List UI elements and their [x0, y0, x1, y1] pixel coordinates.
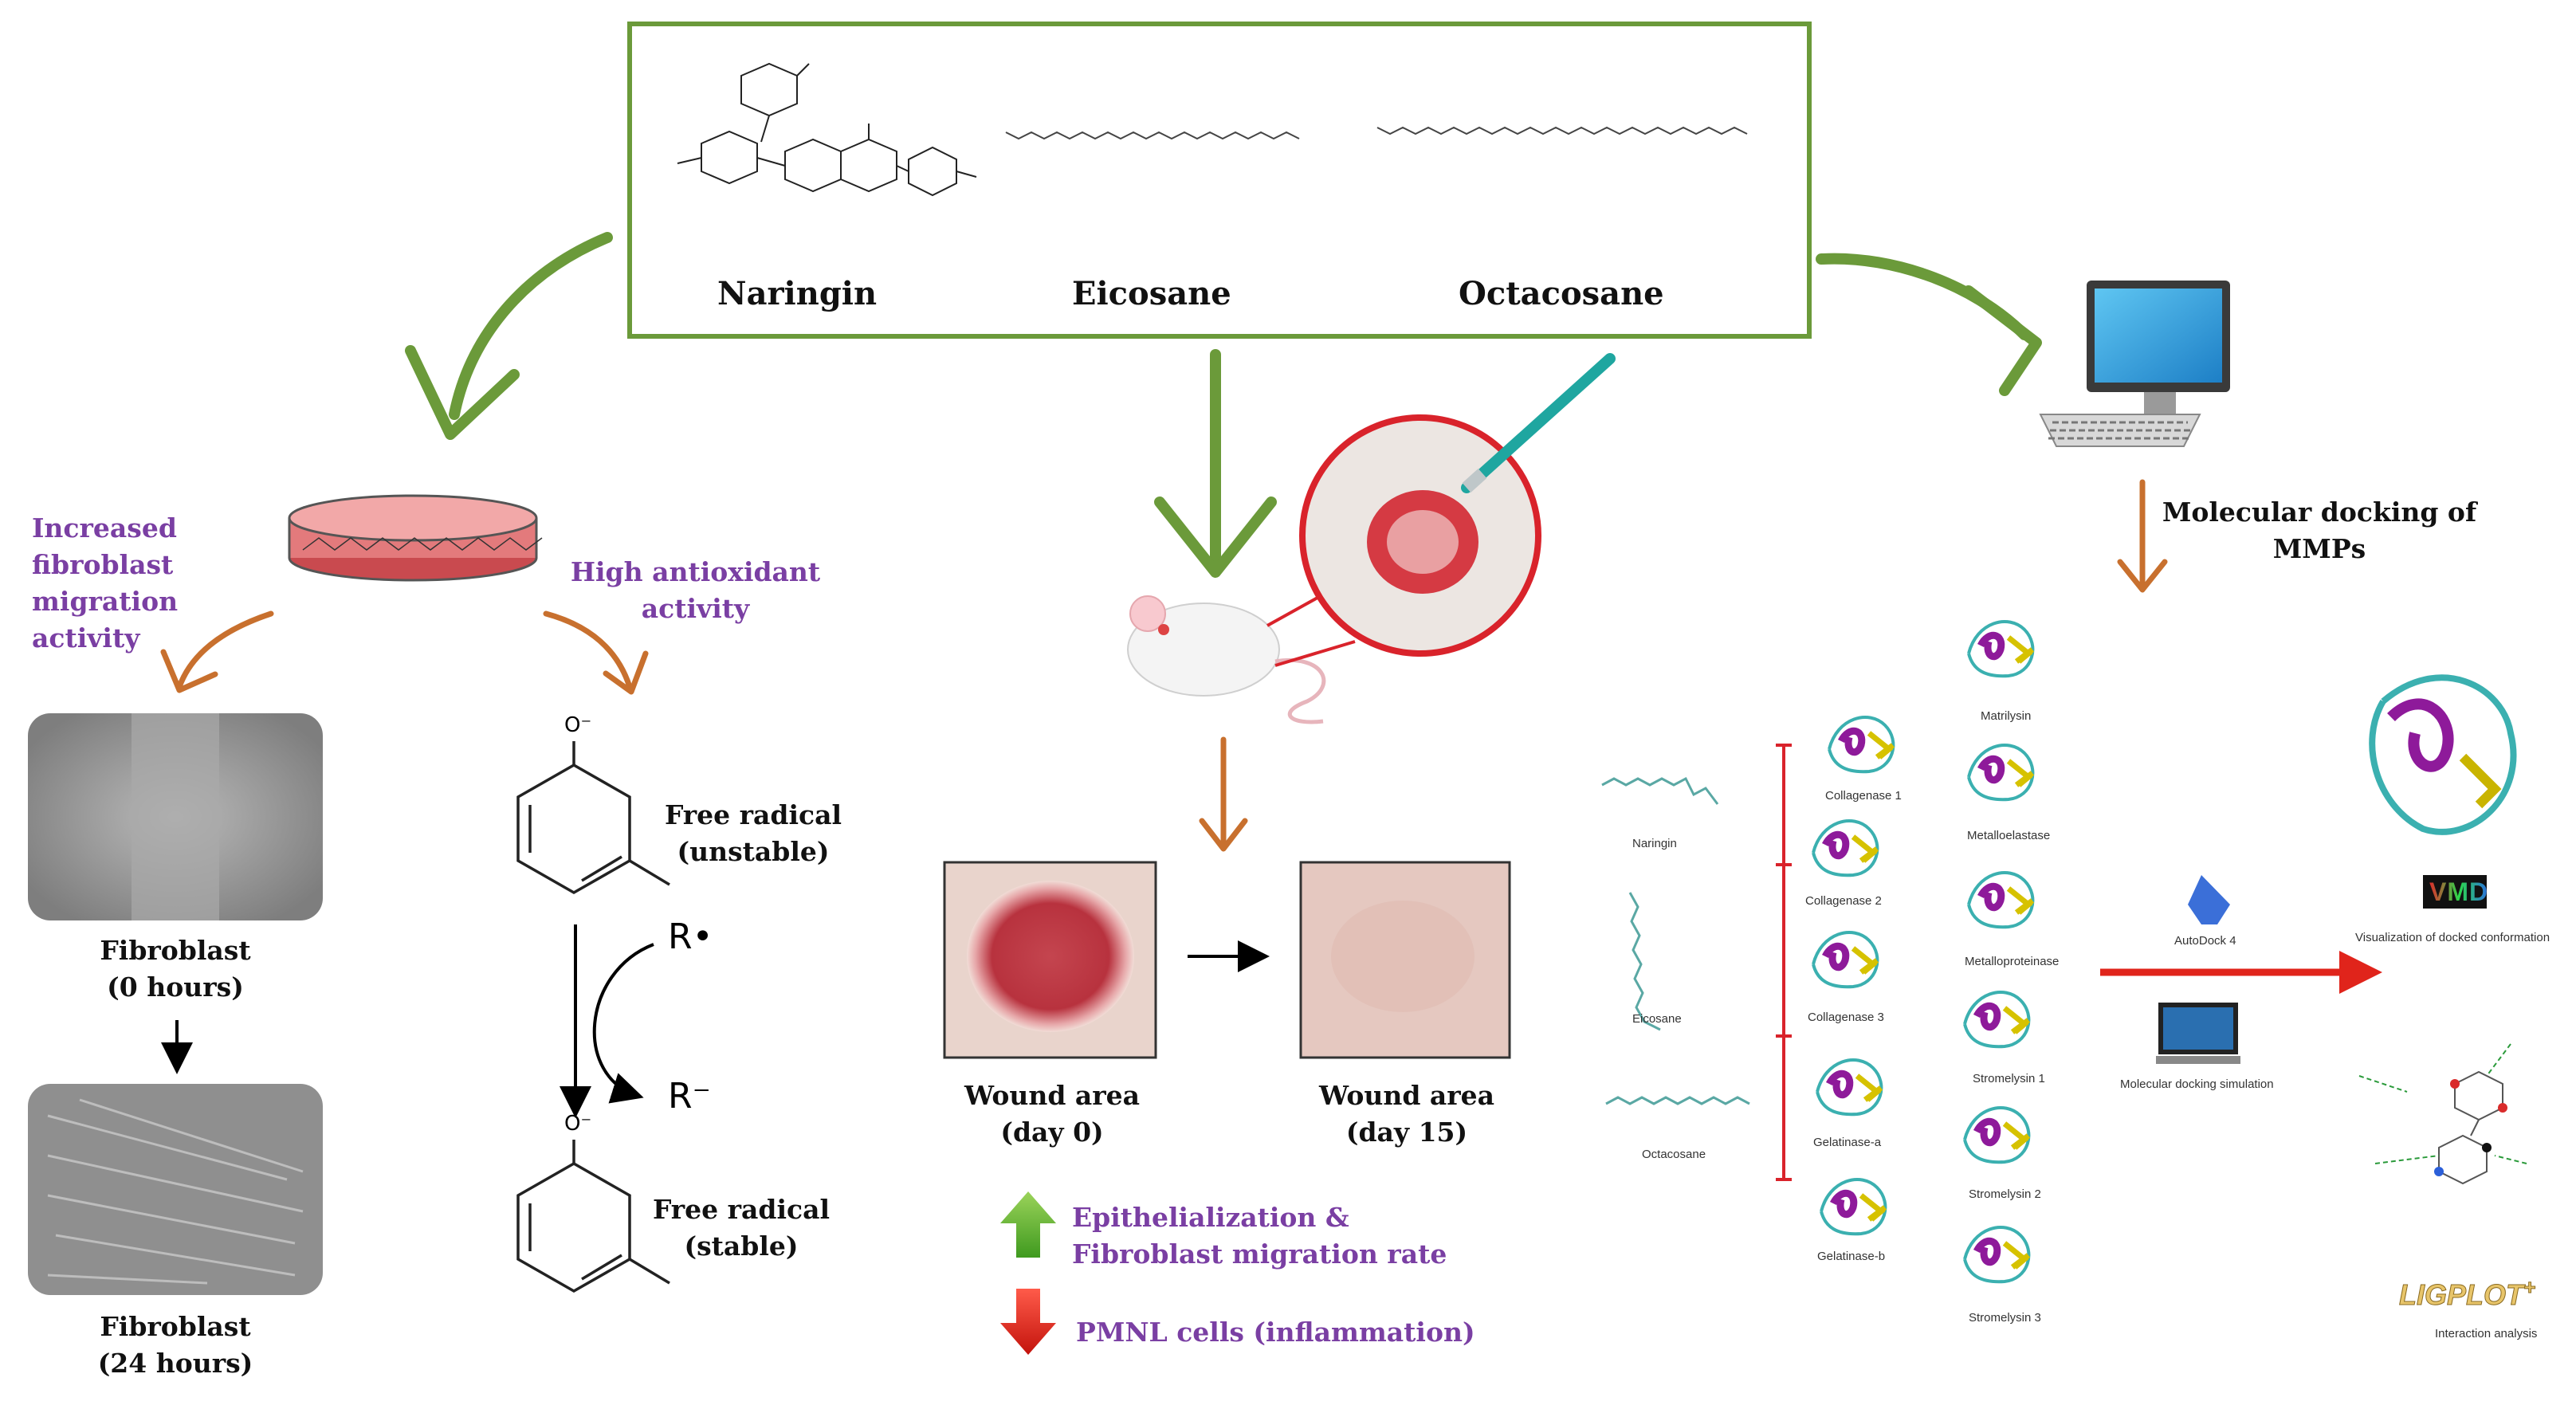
pmnl-label: PMNL cells (inflammation)	[1076, 1317, 1475, 1348]
zoom-line-2	[1274, 640, 1356, 667]
radical-out-label: R⁻	[668, 1076, 711, 1117]
ligand-structures	[1601, 776, 1750, 1105]
decrease-arrow-icon	[1000, 1289, 1056, 1355]
desktop-small-icon	[2156, 1003, 2240, 1064]
petri-dish	[288, 494, 543, 582]
interaction-label: Interaction analysis	[2435, 1327, 2538, 1340]
vmd-logo: VMD	[2429, 877, 2489, 906]
protein-structure-collagenase-3	[1805, 916, 1901, 989]
ligand-label-eicosane: Eicosane	[1632, 1012, 1682, 1026]
ligand-label-octacosane: Octacosane	[1642, 1148, 1706, 1161]
antioxidant-activity-label: High antioxidant activity	[570, 556, 821, 624]
protein-label-metalloproteinase: Metalloproteinase	[1965, 955, 2060, 968]
wound-day15-photo	[1299, 861, 1511, 1059]
protein-structure-stromelysin-1	[1957, 976, 2052, 1049]
protein-structure-stromelysin-2	[1957, 1092, 2052, 1164]
protein-structure-collagenase-2	[1805, 805, 1901, 877]
phenoxy-unstable	[516, 741, 670, 895]
wound-day15-label: Wound area (day 15)	[1318, 1080, 1495, 1148]
docking-title: Molecular docking of MMPs	[2162, 497, 2477, 564]
compound-label-naringin: Naringin	[717, 275, 878, 312]
ligplot-diagram	[2358, 1043, 2527, 1185]
computer-icon	[2039, 281, 2230, 447]
orange-arrows	[160, 479, 2168, 852]
phenoxy-stable	[516, 1140, 670, 1293]
protein-label-stromelysin-3: Stromelysin 3	[1969, 1311, 2041, 1325]
protein-structure-matrilysin	[1961, 606, 2056, 678]
protein-label-stromelysin-1: Stromelysin 1	[1973, 1072, 2045, 1085]
radical-in-label: R•	[668, 916, 713, 957]
free-radical-stable-label: Free radical (stable)	[652, 1194, 831, 1262]
oxygen-label-1: O⁻	[564, 713, 592, 737]
fibroblast-0h-image	[28, 713, 323, 920]
eicosane-structure	[1005, 131, 1300, 140]
fibroblast-24h-label: Fibroblast (24 hours)	[97, 1311, 253, 1379]
increase-arrow-icon	[1000, 1191, 1056, 1258]
vmd-label: Visualization of docked conformation	[2355, 931, 2550, 944]
ligplot-logo: LIGPLOT+	[2399, 1275, 2536, 1312]
protein-structure-metalloproteinase	[1961, 857, 2056, 929]
vmd-logo-bg	[2423, 875, 2487, 909]
autodock-logo	[2188, 875, 2230, 924]
migration-activity-label: Increased fibroblast migration activity	[32, 512, 179, 654]
green-arrow-heads	[405, 285, 2042, 578]
wound-day0-label: Wound area (day 0)	[964, 1080, 1141, 1148]
fibroblast-0h-label: Fibroblast (0 hours)	[100, 935, 251, 1003]
oxygen-label-2: O⁻	[564, 1112, 592, 1136]
protein-label-stromelysin-2: Stromelysin 2	[1969, 1187, 2041, 1201]
protein-structure-gelatinase-b	[1813, 1164, 1909, 1236]
bracket	[1776, 744, 1792, 1181]
protein-structure-stromelysin-3	[1957, 1211, 2052, 1284]
autodock-label: AutoDock 4	[2174, 934, 2236, 948]
epithelialization-label: Epithelialization & Fibroblast migration…	[1072, 1202, 1447, 1270]
ligand-label-naringin: Naringin	[1632, 837, 1677, 850]
protein-label-collagenase-1: Collagenase 1	[1825, 789, 1902, 803]
vmd-structure	[2369, 674, 2517, 835]
naringin-structure	[677, 62, 977, 197]
compound-box	[627, 22, 1812, 339]
mouse	[1127, 595, 1326, 724]
ligplot-atoms	[2434, 1079, 2507, 1176]
compound-label-eicosane: Eicosane	[1072, 275, 1231, 312]
compound-label-octacosane: Octacosane	[1459, 275, 1664, 312]
wound-day0-photo	[943, 861, 1157, 1059]
protein-structure-collagenase-1	[1821, 701, 1917, 774]
protein-label-collagenase-2: Collagenase 2	[1805, 894, 1882, 908]
protein-label-metalloelastase: Metalloelastase	[1967, 829, 2051, 842]
ligplot-logo-plus: +	[2523, 1275, 2536, 1300]
octacosane-structure	[1376, 126, 1748, 135]
docking-simulation-label: Molecular docking simulation	[2120, 1077, 2274, 1091]
protein-label-collagenase-3: Collagenase 3	[1808, 1011, 1884, 1024]
scalpel	[1461, 353, 1616, 493]
fibroblast-24h-image	[28, 1084, 323, 1295]
protein-label-gelatinase-a: Gelatinase-a	[1813, 1136, 1882, 1149]
protein-structure-metalloelastase	[1961, 729, 2056, 802]
protein-label-matrilysin: Matrilysin	[1981, 709, 2032, 723]
radical-curve-arrow	[592, 943, 654, 1104]
free-radical-unstable-label: Free radical (unstable)	[664, 799, 842, 867]
protein-structure-gelatinase-a	[1809, 1044, 1905, 1117]
protein-label-gelatinase-b: Gelatinase-b	[1817, 1250, 1886, 1263]
ligplot-logo-text: LIGPLOT	[2399, 1278, 2524, 1312]
